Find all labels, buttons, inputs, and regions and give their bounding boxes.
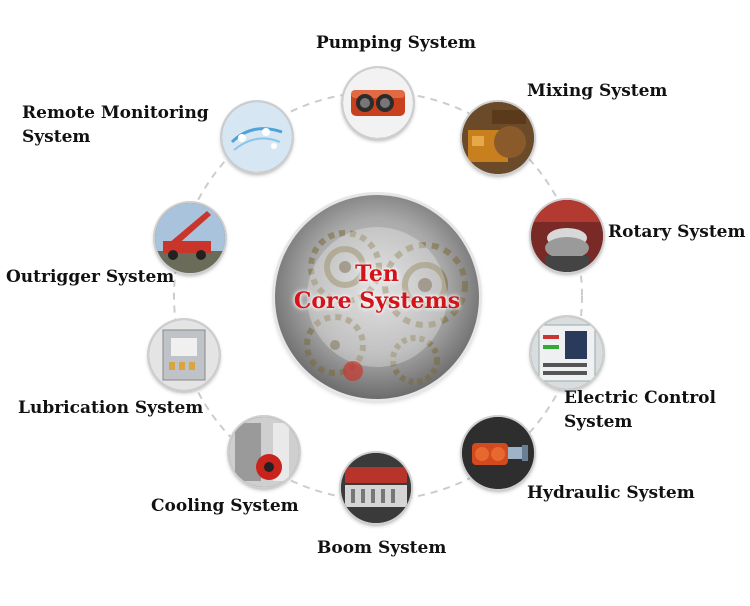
lubrication-pump-icon [149,320,219,390]
mixer-icon [462,102,534,174]
label-rotary-system: Rotary System [608,222,746,242]
pump-pipes-icon [343,68,413,138]
label-cooling-system: Cooling System [151,496,299,516]
label-mixing-system: Mixing System [527,81,668,101]
label-lubrication-system: Lubrication System [18,398,204,418]
gears-icon [304,227,468,385]
rotary-system-image [531,200,603,272]
center-title-line1: Ten [355,261,399,287]
label-remote-monitoring-line1: Remote Monitoring [22,103,209,123]
remote-network-icon [222,102,292,172]
hydraulic-system-image [462,417,534,489]
boom-assembly-icon [341,453,411,523]
boom-system-image [341,453,411,523]
cooling-fan-icon [229,417,299,487]
electric-control-system-image [531,317,603,389]
control-panel-icon [531,317,603,389]
rotary-valve-icon [531,200,603,272]
label-electric-control-line1: Electric Control [564,388,716,408]
label-electric-control-line2: System [564,412,633,432]
hydraulic-valve-icon [462,417,534,489]
mixing-system-image [462,102,534,174]
remote-monitoring-system-image [222,102,292,172]
label-hydraulic-system: Hydraulic System [527,483,695,503]
lubrication-system-image [149,320,219,390]
center-title-line2: Core Systems [293,288,461,314]
pump-truck-icon [155,203,225,273]
label-pumping-system: Pumping System [316,33,477,53]
pumping-system-image [343,68,413,138]
outrigger-system-image [155,203,225,273]
label-boom-system: Boom System [317,538,447,558]
center-hub: Ten Core Systems [275,195,479,399]
label-remote-monitoring-line2: System [22,127,91,147]
cooling-system-image [229,417,299,487]
label-outrigger-system: Outrigger System [6,267,175,287]
